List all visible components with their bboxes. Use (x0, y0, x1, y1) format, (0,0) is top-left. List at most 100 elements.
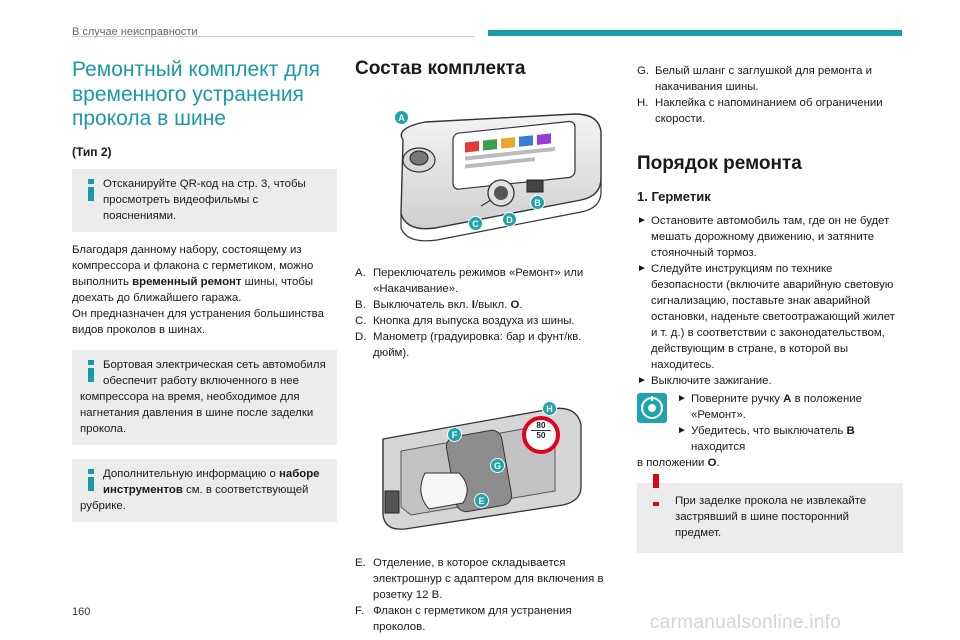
sealant-subtitle: 1. Герметик (637, 189, 711, 204)
header-section-title: В случае неисправности (72, 26, 198, 38)
text-bold: временный ремонт (132, 275, 242, 288)
step-bold: A (783, 393, 792, 405)
warning-icon (653, 474, 659, 515)
note-text: Бортовая электрическая сеть автомобиля (103, 358, 326, 371)
step-text: Остановите автомобиль там, где он не буд… (651, 215, 890, 259)
speed-limit-sign: 80 50 (525, 421, 557, 440)
info-icon (88, 178, 94, 201)
page-title: Ремонтный комплект для временного устран… (72, 58, 337, 132)
step-continuation: в положении O. (637, 455, 903, 471)
item-text: Наклейка с напоминанием об ограничении с… (655, 97, 883, 125)
speed-limit-divider (531, 430, 551, 431)
page-title-line: прокола в шине (72, 107, 226, 130)
step-item: ► Остановите автомобиль там, где он не б… (637, 213, 903, 261)
text-run: Благодаря данному набору, состоящему из … (72, 243, 314, 288)
callout-c: C (468, 216, 483, 231)
column-right: G. Белый шланг с заглушкой для ремонта и… (637, 63, 903, 553)
step-arrow-icon: ► (677, 425, 687, 436)
text-run: шины, чтобы доехать до ближайшего гаража… (72, 275, 314, 304)
watermark: carmanualsonline.info (650, 612, 842, 633)
list-item: E. Отделение, в которое складывается эле… (355, 555, 617, 603)
callout-a: A (394, 110, 409, 125)
page-number: 160 (72, 606, 91, 618)
item-bold: O (510, 299, 520, 311)
info-note-toolkit: Дополнительную информацию о наборе инстр… (72, 458, 337, 522)
purpose-paragraph: Он предназначен для устранения большинст… (72, 307, 324, 336)
note-text: рубрике. (80, 499, 126, 512)
note-text: инструментов см. в соответствующей (80, 482, 329, 498)
text-bold: наборе (279, 467, 320, 480)
text-run: Дополнительную информацию о (103, 467, 280, 480)
item-letter: E. (355, 557, 366, 569)
header-accent-bar (488, 30, 902, 36)
type-label: (Тип 2) (72, 144, 112, 159)
compressor-drawing (400, 113, 602, 242)
step-text: Следуйте инструкциям по технике безопасн… (651, 263, 895, 371)
column-middle: Состав комплекта A B (355, 58, 617, 635)
item-letter: H. (637, 97, 649, 109)
steps-list: ► Остановите автомобиль там, где он не б… (637, 213, 903, 471)
list-item: G. Белый шланг с заглушкой для ремонта и… (637, 63, 903, 95)
intro-paragraph: Благодаря данному набору, состоящему из … (72, 242, 337, 306)
text-bold: инструментов (103, 483, 183, 496)
callout-e: E (474, 493, 489, 508)
list-item: H. Наклейка с напоминанием об ограничени… (637, 95, 903, 127)
item-text: Флакон с герметиком для устранения проко… (373, 605, 572, 633)
item-letter: G. (637, 65, 650, 77)
list-item: D. Манометр (градуировка: бар и фунт/кв.… (355, 329, 617, 361)
note-text: просмотреть видеофильмы с пояснениями. (103, 193, 259, 222)
item-text: Манометр (градуировка: бар и фунт/кв. дю… (373, 331, 582, 359)
knob-step-block: ► Поверните ручку A в положение «Ремонт»… (637, 391, 903, 471)
item-letter: C. (355, 315, 367, 327)
legend-list-1: A. Переключатель режимов «Ремонт» или «Н… (355, 265, 617, 361)
warning-note: При заделке прокола не извлекайте застря… (637, 474, 903, 553)
step-arrow-icon: ► (637, 375, 647, 386)
kit-box-illustration: 80 50 F H G E (355, 383, 617, 535)
step-text: Убедитесь, что выключатель (691, 425, 847, 437)
item-text: Переключатель режимов «Ремонт» или «Нака… (373, 267, 584, 295)
callout-f: F (447, 427, 462, 442)
header-rule (72, 36, 474, 37)
warning-text: застрявший в шине посторонний предмет. (675, 511, 850, 539)
list-item: B. Выключатель вкл. I/выкл. O. (355, 297, 617, 313)
note-text: Отсканируйте QR-код на стр. 3, чтобы (103, 177, 306, 190)
item-letter: D. (355, 331, 367, 343)
step-text: в положение «Ремонт». (691, 393, 862, 421)
warning-text: При заделке прокола не извлекайте (675, 495, 867, 507)
item-text: Выключатель вкл. (373, 299, 472, 311)
step-bold: B (846, 425, 855, 437)
list-item: A. Переключатель режимов «Ремонт» или «Н… (355, 265, 617, 297)
step-bold: O (707, 457, 717, 469)
step-text: . (716, 457, 720, 469)
step-arrow-icon: ► (637, 215, 647, 226)
legend-list-2: E. Отделение, в которое складывается эле… (355, 555, 617, 635)
item-text: Белый шланг с заглушкой для ремонта и на… (655, 65, 872, 93)
item-text: Отделение, в которое складывается электр… (373, 557, 604, 601)
item-text: . (519, 299, 523, 311)
step-text: Поверните ручку (691, 393, 784, 405)
list-item: F. Флакон с герметиком для устранения пр… (355, 603, 617, 635)
callout-g: G (490, 458, 505, 473)
step-item: ► Выключите зажигание. (637, 373, 903, 389)
list-item: C. Кнопка для выпуска воздуха из шины. (355, 313, 617, 329)
step-text: находится (691, 441, 746, 453)
note-text: компрессора на время, необходимое для на… (80, 390, 314, 435)
callout-b: B (530, 195, 545, 210)
step-item: ► Поверните ручку A в положение «Ремонт»… (677, 391, 903, 423)
knob-drawing (641, 396, 663, 419)
page-title-line: Ремонтный комплект для (72, 58, 320, 81)
callout-d: D (502, 212, 517, 227)
kit-contents-title: Состав комплекта (355, 58, 526, 79)
legend-list-3: G. Белый шланг с заглушкой для ремонта и… (637, 63, 903, 127)
info-icon (88, 359, 94, 382)
item-text: Кнопка для выпуска воздуха из шины. (373, 315, 575, 327)
item-bold: I (471, 299, 475, 311)
repair-procedure-title: Порядок ремонта (637, 153, 802, 174)
step-text: в положении (637, 457, 708, 469)
note-text: обеспечит работу включенного в нее (103, 374, 299, 387)
item-text: /выкл. (474, 299, 511, 311)
text-run: см. в соответствующей (182, 483, 309, 496)
speed-limit-top: 80 (536, 421, 546, 430)
info-note-electric: Бортовая электрическая сеть автомобиля о… (72, 349, 337, 445)
note-text: Дополнительную информацию о наборе (80, 466, 329, 482)
